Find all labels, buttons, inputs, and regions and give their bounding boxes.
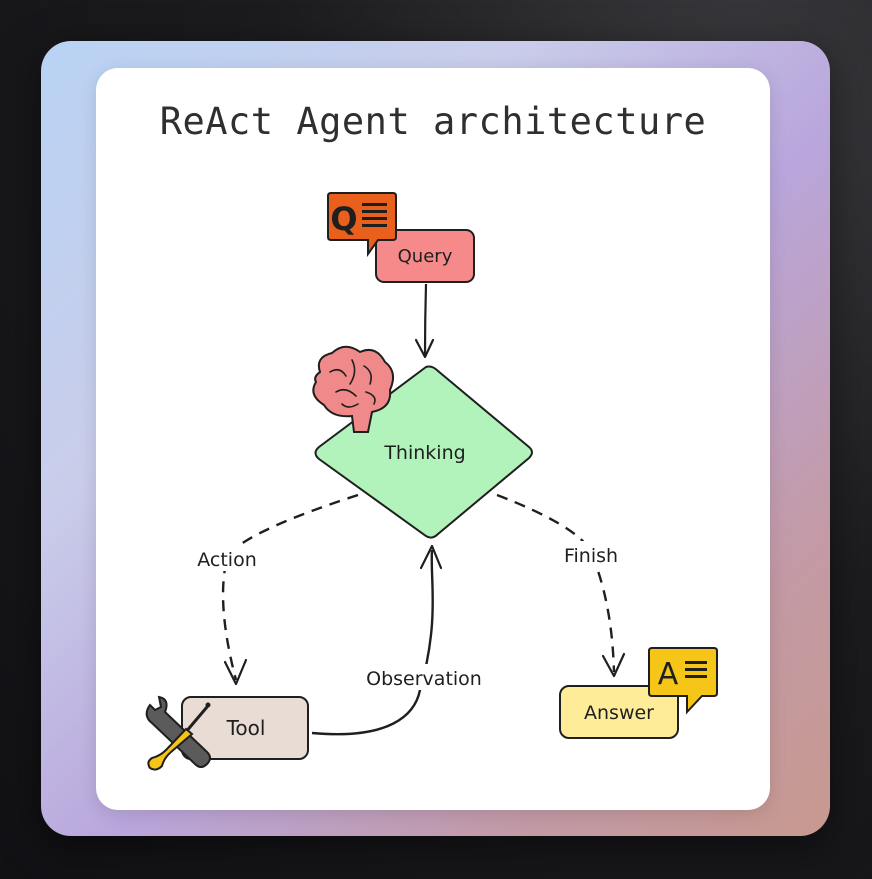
action-label: Action	[197, 549, 257, 571]
edge-action	[221, 493, 359, 686]
answer-node: Answer	[559, 685, 679, 739]
wrench-screwdriver-icon	[145, 695, 211, 771]
answer-chat-icon: A	[648, 647, 718, 715]
question-badge-letter: Q	[330, 200, 357, 238]
action-label-bg	[186, 545, 268, 571]
answer-label: Answer	[584, 702, 654, 724]
thinking-label: Thinking	[383, 442, 465, 464]
finish-label-bg	[553, 541, 629, 567]
tool-node: Tool	[181, 696, 309, 760]
edge-finish	[496, 493, 626, 678]
edge-observation	[311, 544, 443, 736]
diagram-title: ReAct Agent architecture	[159, 100, 707, 143]
query-label: Query	[398, 246, 453, 267]
finish-label: Finish	[564, 545, 618, 567]
query-node: Query	[375, 229, 475, 283]
tool-label: Tool	[226, 716, 266, 740]
question-chat-icon: Q	[327, 192, 397, 258]
answer-badge-letter: A	[658, 657, 679, 692]
observation-label-bg	[352, 664, 498, 690]
edge-query-thinking	[414, 283, 435, 359]
brain-icon	[312, 345, 395, 433]
observation-label: Observation	[366, 668, 482, 690]
